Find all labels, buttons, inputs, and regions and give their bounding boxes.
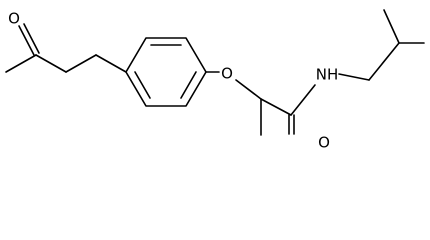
bond-ch-methyl-top [383,9,400,44]
bond-n-ch2 [338,73,370,81]
bond-carbonyl-ch2 [35,54,67,73]
oxobutyl-chain [5,23,127,73]
bond-carbonyl-n [290,84,316,116]
ether-oxygen-label: O [221,65,233,83]
propanamide-chain [205,71,316,136]
ring-outline [125,37,207,107]
chemical-structure-diagram: O O NH O [5,9,425,152]
ring-inner-bond-right [180,71,197,99]
bond-ch2-ring [95,54,127,73]
bond-ether-o-ch [235,79,262,100]
amide-oxygen-label: O [318,134,330,152]
bond-methyl-carbonyl [5,54,37,73]
isobutyl-chain [338,9,425,81]
bond-ketone-co-1 [18,25,35,56]
bond-ch2-ch [368,42,400,81]
amide-nitrogen-label: NH [316,66,339,84]
bond-ch-carbonyl [260,98,292,116]
benzene-ring [125,37,207,107]
ketone-oxygen-label: O [8,10,20,28]
bond-ch2-ch2 [65,54,97,73]
bond-ketone-co-2 [23,23,40,54]
ring-inner-bond-left [134,71,151,99]
